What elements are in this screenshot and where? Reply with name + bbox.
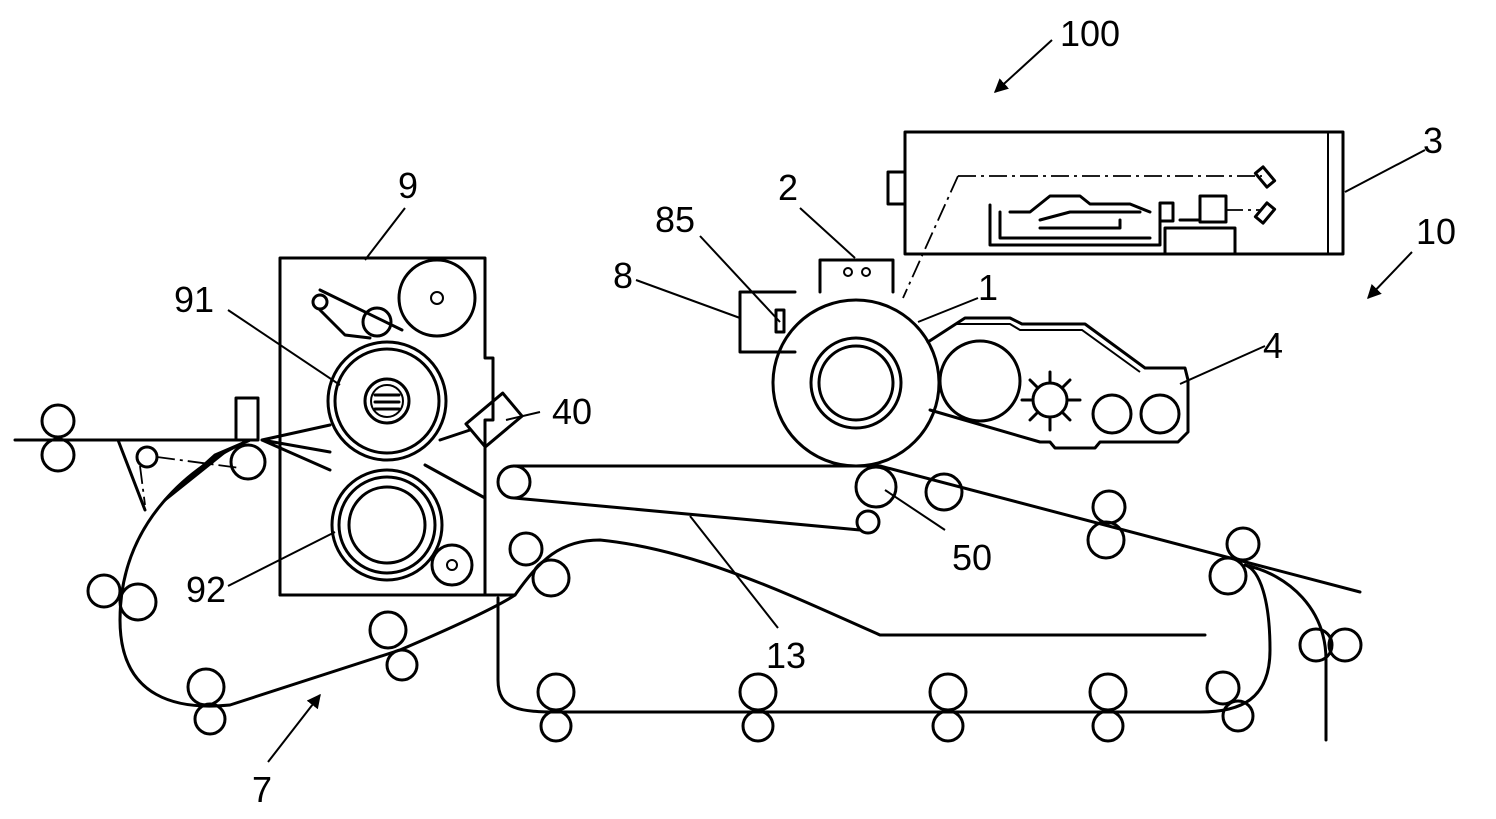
label-1: 1: [978, 267, 998, 308]
leader-lines: [227, 149, 1426, 629]
label-91: 91: [174, 279, 214, 320]
label-9: 9: [398, 165, 418, 206]
label-2: 2: [778, 167, 798, 208]
arrow-100: [993, 39, 1053, 93]
label-40: 40: [552, 391, 592, 432]
cleaning-unit: [738, 290, 797, 354]
label-13: 13: [766, 635, 806, 676]
conveyance-rollers: [40, 403, 1363, 743]
label-8: 8: [613, 255, 633, 296]
reference-labels: 100 3 10 2 85 8 1 4 9 91 40 50 92 13 7: [174, 13, 1456, 810]
photoconductor-drum: [771, 298, 941, 468]
paper-conveyance-path: [13, 438, 1328, 742]
label-10: 10: [1416, 211, 1456, 252]
charger: [818, 258, 895, 294]
label-4: 4: [1263, 325, 1283, 366]
label-3: 3: [1423, 120, 1443, 161]
label-50: 50: [952, 537, 992, 578]
developing-unit: [926, 316, 1190, 450]
label-92: 92: [186, 569, 226, 610]
arrow-7: [267, 693, 321, 763]
label-85: 85: [655, 199, 695, 240]
arrow-10: [1367, 251, 1413, 300]
exposure-unit: [886, 130, 1345, 299]
label-100: 100: [1060, 13, 1120, 54]
label-7: 7: [252, 769, 272, 810]
sensor: [464, 391, 524, 449]
fixing-unit: [234, 256, 517, 597]
